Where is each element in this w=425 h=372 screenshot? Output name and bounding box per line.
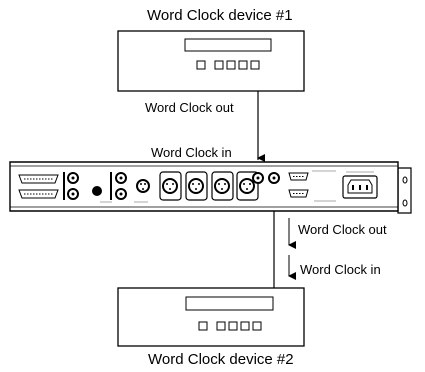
indicator-square — [198, 321, 208, 331]
word-clock-in-label-1: Word Clock in — [151, 145, 232, 160]
indicator-square — [196, 60, 206, 70]
din-connector — [136, 179, 150, 193]
db9-connector — [288, 189, 309, 198]
xlr-connector — [159, 171, 182, 201]
display-window — [184, 38, 272, 52]
indicator-square — [226, 60, 236, 70]
rack-unit-back-panel — [9, 161, 412, 214]
bnc-connector — [115, 188, 127, 200]
indicator-square — [214, 60, 224, 70]
word-clock-out-label-1: Word Clock out — [145, 100, 234, 115]
db9-connector — [288, 172, 309, 181]
word-clock-out-label-2: Word Clock out — [298, 222, 387, 237]
indicator-square — [240, 321, 250, 331]
word-clock-in-label-2: Word Clock in — [300, 262, 381, 277]
indicator-square — [252, 321, 262, 331]
device-1-title: Word Clock device #1 — [147, 7, 293, 24]
bnc-connector — [67, 188, 79, 200]
device-2-title: Word Clock device #2 — [148, 351, 294, 368]
word-clock-in-bnc — [252, 172, 264, 184]
xlr-connector — [185, 171, 208, 201]
word-clock-device-1 — [117, 30, 305, 92]
word-clock-device-2 — [117, 287, 305, 347]
db25-connector — [18, 174, 59, 184]
indicator-square — [250, 60, 260, 70]
display-window — [185, 296, 274, 311]
power-socket-small — [92, 186, 102, 196]
word-clock-out-bnc — [268, 172, 280, 184]
bnc-connector — [115, 172, 127, 184]
indicator-square — [228, 321, 238, 331]
indicator-square — [216, 321, 226, 331]
panel-markings — [100, 170, 374, 203]
db25-connector — [18, 189, 59, 199]
indicator-square — [238, 60, 248, 70]
iec-power-inlet — [342, 175, 378, 199]
xlr-connector — [211, 171, 234, 201]
bnc-connector — [67, 172, 79, 184]
